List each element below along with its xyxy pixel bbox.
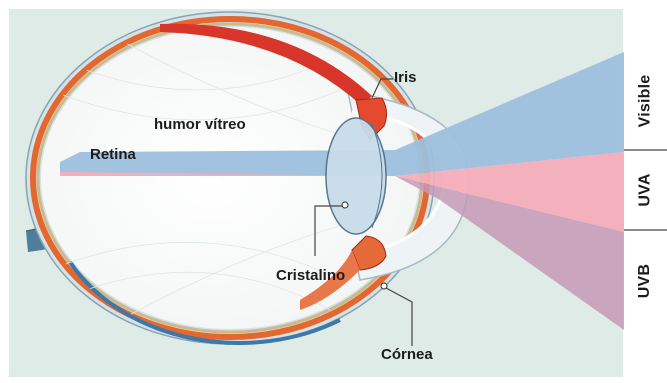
- cristalino-label: Cristalino: [276, 268, 345, 283]
- band-uvb-label: UVB: [636, 263, 654, 297]
- band-uva: UVA: [625, 151, 666, 229]
- band-visible-label: Visible: [637, 74, 655, 127]
- cornea-label: Córnea: [381, 347, 433, 362]
- band-visible: Visible: [625, 52, 666, 149]
- lens: [326, 118, 386, 234]
- band-uvb: UVB: [625, 231, 666, 330]
- iris-label: Iris: [394, 70, 417, 85]
- retina-label: Retina: [90, 147, 136, 162]
- humor-vitreo-label: humor vítreo: [154, 117, 246, 132]
- band-uva-label: UVA: [636, 173, 654, 206]
